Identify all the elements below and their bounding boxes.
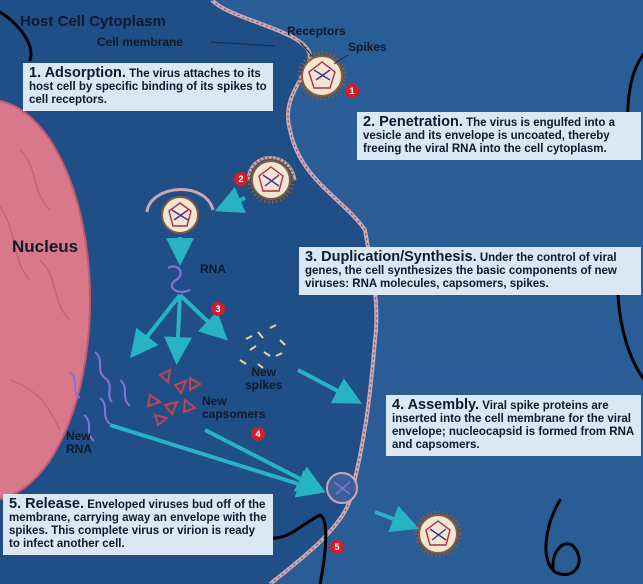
- new-spikes-label: New spikes: [245, 366, 282, 392]
- step-1-box: 1. Adsorption. The virus attaches to its…: [23, 63, 273, 111]
- new-spikes: [240, 325, 285, 368]
- new-rna-label-line2: RNA: [66, 442, 92, 456]
- diagram-title: Host Cell Cytoplasm: [20, 13, 166, 30]
- step-3-heading: 3. Duplication/Synthesis.: [305, 249, 477, 265]
- rna-label: RNA: [200, 262, 226, 276]
- nucleus-label: Nucleus: [12, 237, 78, 257]
- step-1-badge: 1: [345, 84, 359, 98]
- new-capsomers: [148, 370, 200, 425]
- step-3-box: 3. Duplication/Synthesis. Under the cont…: [299, 247, 641, 295]
- new-capsomers-label: New capsomers: [202, 395, 265, 421]
- virus-assembly: [327, 473, 357, 503]
- new-capsomers-label-line2: capsomers: [202, 407, 265, 421]
- handwritten-number: 6: [535, 515, 566, 571]
- step-4-box: 4. Assembly. Viral spike proteins are in…: [386, 395, 641, 456]
- step-3-badge: 3: [211, 302, 225, 316]
- step-4-badge: 4: [251, 427, 265, 441]
- step-5-box: 5. Release. Enveloped viruses bud off of…: [3, 494, 273, 555]
- cell-membrane-label: Cell membrane: [97, 35, 183, 49]
- step-2-badge: 2: [234, 172, 248, 186]
- step-2-box: 2. Penetration. The virus is engulfed in…: [357, 112, 641, 160]
- new-capsomers-label-line1: New: [202, 394, 227, 408]
- step-1-heading: 1. Adsorption.: [29, 65, 126, 81]
- new-rna-label: New RNA: [66, 430, 92, 456]
- step-5-badge: 5: [330, 540, 344, 554]
- step-4-heading: 4. Assembly.: [392, 397, 479, 413]
- spikes-label: Spikes: [348, 40, 387, 54]
- uncoating-vesicle: [147, 190, 213, 233]
- new-spikes-label-line1: New: [251, 365, 276, 379]
- virus-penetration: [248, 158, 295, 203]
- new-rna-label-line1: New: [66, 429, 91, 443]
- step-5-heading: 5. Release.: [9, 496, 84, 512]
- new-spikes-label-line2: spikes: [245, 378, 282, 392]
- step-2-heading: 2. Penetration.: [363, 114, 463, 130]
- receptors-label: Receptors: [287, 24, 346, 38]
